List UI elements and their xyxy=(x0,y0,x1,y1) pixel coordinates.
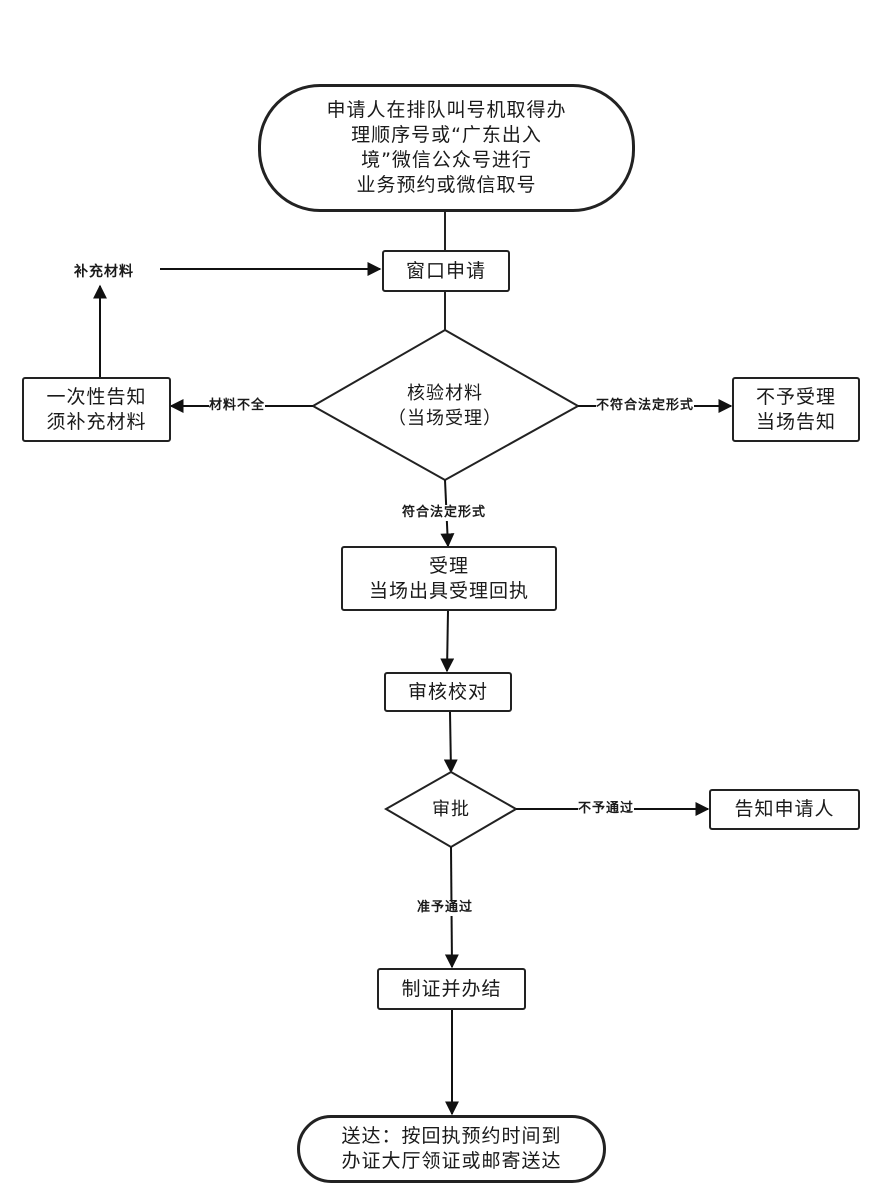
approve-node: 审批 xyxy=(411,796,491,822)
approve-label: 审批 xyxy=(432,798,470,820)
notify-applicant-node: 告知申请人 xyxy=(709,789,860,830)
materials-incomplete-label: 材料不全 xyxy=(209,398,266,414)
window-apply-label: 窗口申请 xyxy=(405,259,486,282)
start-line-1: 申请人在排队叫号机取得办 xyxy=(326,99,567,121)
issue-label: 制证并办结 xyxy=(401,977,502,1000)
start-line-3: 境”微信公众号进行 xyxy=(361,149,532,171)
approved-label: 准予通过 xyxy=(417,900,474,916)
review-label: 审核校对 xyxy=(407,680,488,703)
window-apply-node: 窗口申请 xyxy=(382,250,510,292)
start-line-2: 理顺序号或“广东出入 xyxy=(351,124,542,146)
arrow-review-to-approve xyxy=(443,711,458,774)
accept-line-1: 受理 xyxy=(428,554,469,577)
deliver-node: 送达：按回执预约时间到 办证大厅领证或邮寄送达 xyxy=(297,1115,606,1183)
not-conform-label: 不符合法定形式 xyxy=(596,398,695,414)
notify-supplement-line-2: 须补充材料 xyxy=(46,410,147,433)
verify-line-1: 核验材料 xyxy=(407,383,483,404)
reject-line-1: 不予受理 xyxy=(755,385,836,408)
conform-label: 符合法定形式 xyxy=(402,505,487,521)
arrow-accept-to-review xyxy=(440,610,455,673)
review-node: 审核校对 xyxy=(384,672,512,712)
deliver-line-2: 办证大厅领证或邮寄送达 xyxy=(341,1150,562,1172)
issue-node: 制证并办结 xyxy=(377,968,526,1010)
notify-supplement-node: 一次性告知 须补充材料 xyxy=(22,377,171,442)
verify-line-2: （当场受理） xyxy=(388,408,502,429)
accept-line-2: 当场出具受理回执 xyxy=(368,579,529,602)
start-node: 申请人在排队叫号机取得办 理顺序号或“广东出入 境”微信公众号进行 业务预约或微… xyxy=(258,84,635,212)
notify-supplement-line-1: 一次性告知 xyxy=(46,385,147,408)
start-line-4: 业务预约或微信取号 xyxy=(356,174,537,196)
deliver-line-1: 送达：按回执预约时间到 xyxy=(341,1125,562,1147)
reject-node: 不予受理 当场告知 xyxy=(732,377,860,442)
reject-line-2: 当场告知 xyxy=(755,410,836,433)
accept-node: 受理 当场出具受理回执 xyxy=(341,546,557,611)
not-approved-label: 不予通过 xyxy=(578,801,635,817)
notify-applicant-label: 告知申请人 xyxy=(734,798,835,820)
supplement-materials-label: 补充材料 xyxy=(74,264,134,280)
verify-node: 核验材料 （当场受理） xyxy=(353,380,537,432)
